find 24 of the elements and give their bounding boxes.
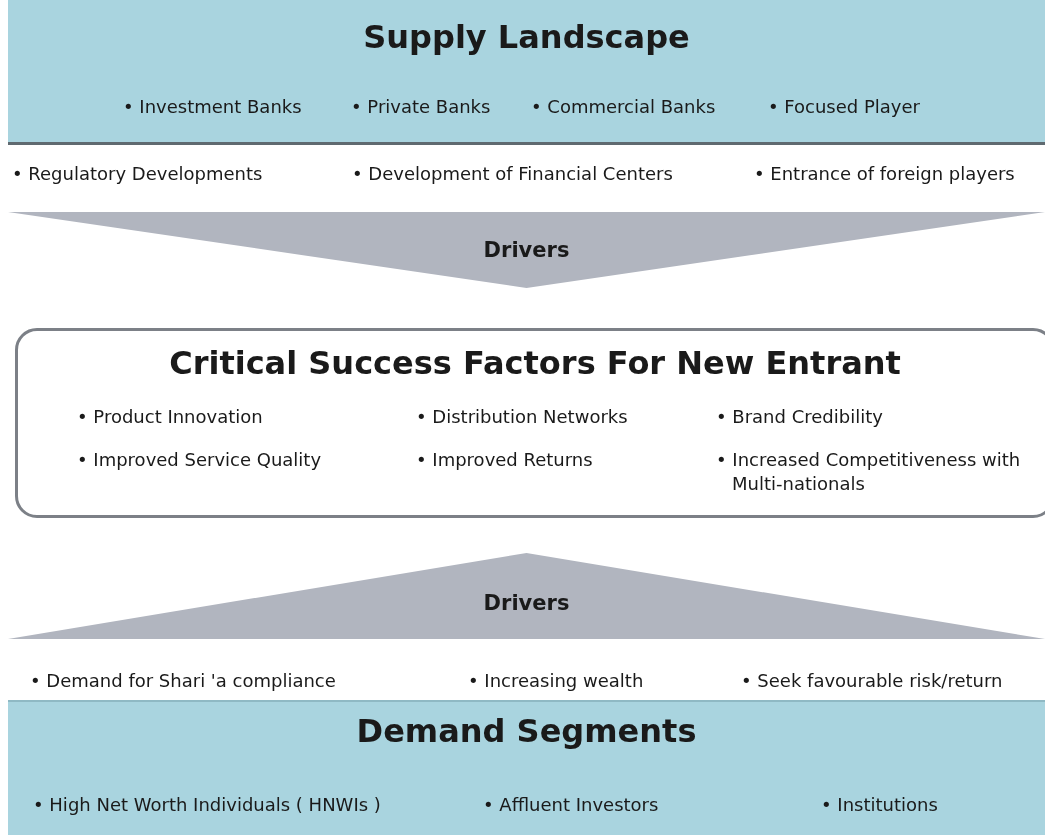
section-heading: Supply Landscape (362, 18, 691, 56)
bullet-item: • Private Banks (351, 95, 491, 119)
bullet-item: • Entrance of foreign players (754, 162, 1015, 186)
bullet-item: • Demand for Shari 'a compliance (30, 669, 336, 693)
chevron-label: Drivers (482, 238, 571, 262)
bullet-item: • High Net Worth Individuals ( HNWIs ) (33, 793, 381, 817)
bullet-item: • Affluent Investors (483, 793, 659, 817)
section-heading: Demand Segments (355, 712, 698, 750)
bullet-item: • Product Innovation (77, 405, 264, 429)
section-heading: Critical Success Factors For New Entrant (168, 344, 902, 382)
bullet-item: • Development of Financial Centers (352, 162, 673, 186)
bullet-item: • Increasing wealth (468, 669, 644, 693)
bullet-item: • Increased Competitiveness with Multi-nationals (716, 448, 1022, 496)
bullet-item: • Brand Credibility (716, 405, 884, 429)
bullet-item: • Commercial Banks (531, 95, 716, 119)
bullet-item: • Institutions (821, 793, 938, 817)
bullet-item: • Improved Service Quality (77, 448, 323, 472)
bullet-item: • Investment Banks (123, 95, 302, 119)
bullet-item: • Improved Returns (416, 448, 594, 472)
bullet-item: • Regulatory Developments (12, 162, 263, 186)
bullet-item: • Seek favourable risk/return (741, 669, 1003, 693)
bullet-item: • Distribution Networks (416, 405, 629, 429)
chevron-label: Drivers (482, 591, 571, 615)
bullet-item: • Focused Player (768, 95, 920, 119)
